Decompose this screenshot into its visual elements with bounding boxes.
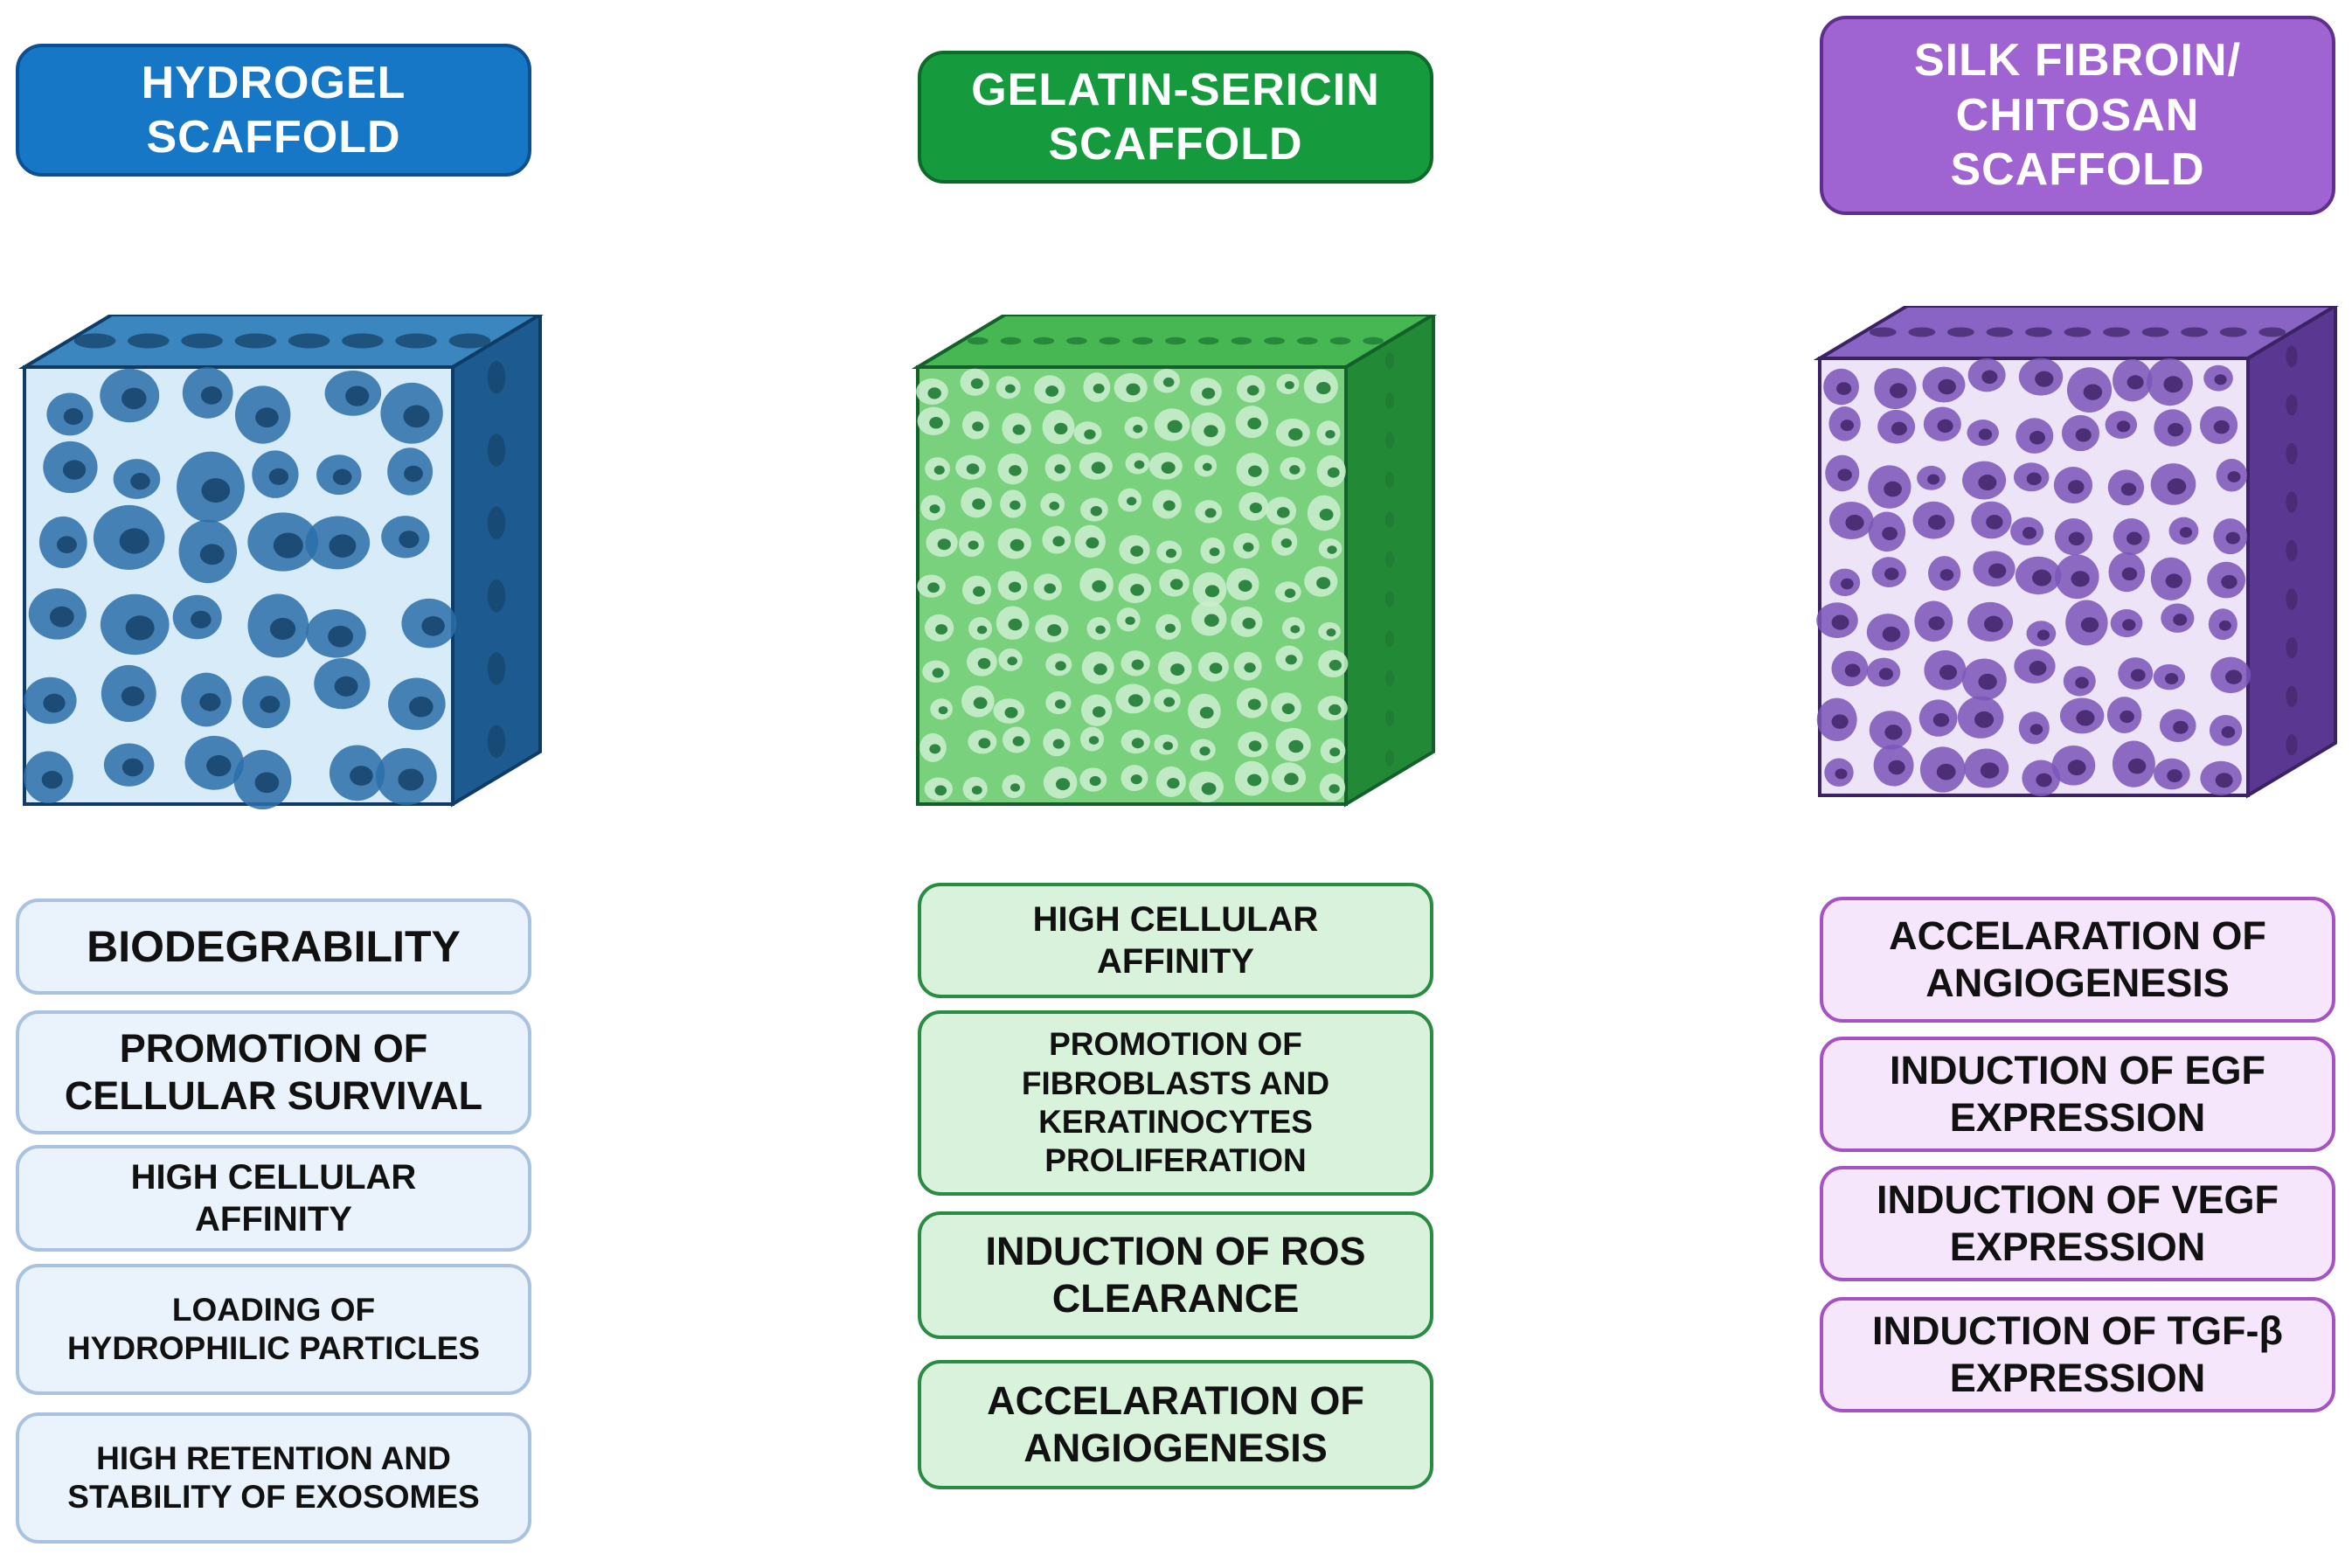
property-promotion-fibroblasts-keratinocytes: PROMOTION OF FIBROBLASTS AND KERATINOCYT… (918, 1010, 1433, 1196)
property-induction-egf-expression: INDUCTION OF EGF EXPRESSION (1820, 1037, 2335, 1152)
property-loading-hydrophilic-particles: LOADING OF HYDROPHILIC PARTICLES (16, 1264, 531, 1395)
column-gelatin-sericin-scaffold: GELATIN-SERICIN SCAFFOLD HIGH CELLULAR A… (911, 0, 1437, 1568)
property-acceleration-angiogenesis: ACCELARATION OF ANGIOGENESIS (1820, 897, 2335, 1023)
property-induction-ros-clearance: INDUCTION OF ROS CLEARANCE (918, 1211, 1433, 1339)
property-promotion-cellular-survival: PROMOTION OF CELLULAR SURVIVAL (16, 1010, 531, 1134)
property-acceleration-angiogenesis: ACCELARATION OF ANGIOGENESIS (918, 1360, 1433, 1489)
gelatin-sericin-scaffold-title: GELATIN-SERICIN SCAFFOLD (918, 51, 1433, 184)
property-induction-vegf-expression: INDUCTION OF VEGF EXPRESSION (1820, 1166, 2335, 1281)
hydrogel-scaffold-cube-illustration (17, 315, 544, 810)
silk-fibroin-chitosan-scaffold-cube-illustration (1813, 306, 2339, 799)
silk-fibroin-chitosan-scaffold-title: SILK FIBROIN/ CHITOSAN SCAFFOLD (1820, 16, 2335, 215)
hydrogel-scaffold-title: HYDROGEL SCAFFOLD (16, 44, 531, 177)
property-biodegradability: BIODEGRABILITY (16, 898, 531, 995)
property-high-retention-exosomes: HIGH RETENTION AND STABILITY OF EXOSOMES (16, 1412, 531, 1544)
property-high-cellular-affinity: HIGH CELLULAR AFFINITY (918, 883, 1433, 998)
gelatin-sericin-scaffold-cube-illustration (911, 315, 1437, 808)
column-silk-fibroin-chitosan-scaffold: SILK FIBROIN/ CHITOSAN SCAFFOLD ACCELARA… (1813, 0, 2339, 1568)
property-high-cellular-affinity: HIGH CELLULAR AFFINITY (16, 1145, 531, 1252)
column-hydrogel-scaffold: HYDROGEL SCAFFOLD BIODEGRABILITY PROMOTI… (16, 0, 544, 1568)
property-induction-tgf-beta-expression: INDUCTION OF TGF-β EXPRESSION (1820, 1297, 2335, 1412)
